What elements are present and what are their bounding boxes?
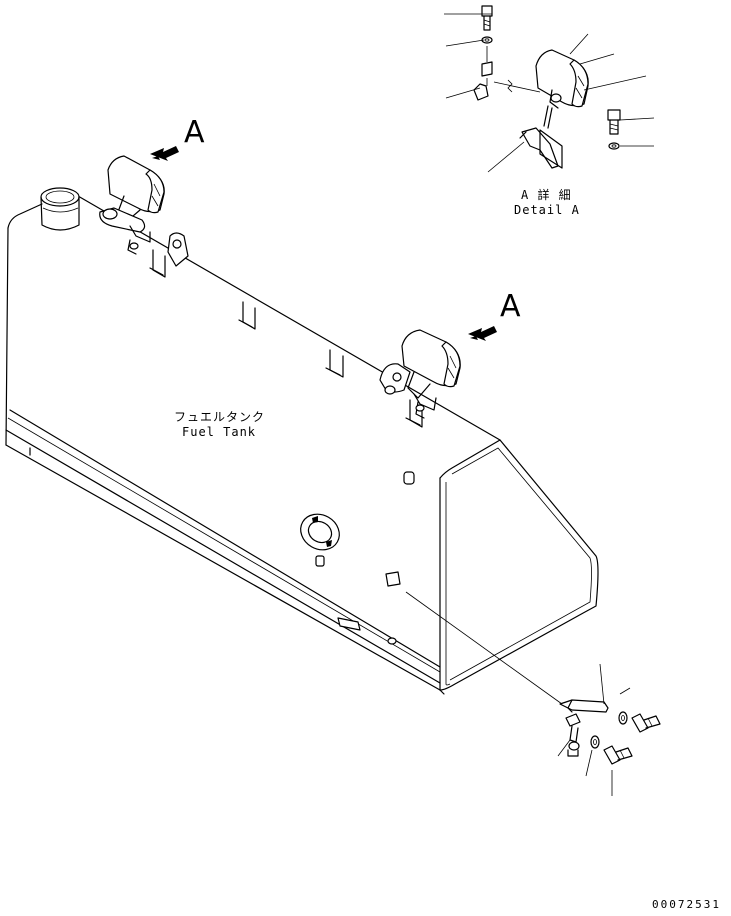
- drawing-number: 00072531: [652, 898, 721, 911]
- detail-a: [444, 5, 655, 173]
- sensor-boss: [315, 555, 325, 567]
- bracket-tab: [385, 571, 401, 587]
- top-brackets: [149, 249, 423, 428]
- detail-title-jp: A 詳 細: [521, 188, 572, 202]
- tank-label-en: Fuel Tank: [182, 425, 257, 439]
- view-label-a-2: A: [500, 289, 521, 324]
- drain-boss: [403, 471, 415, 485]
- detail-title-en: Detail A: [514, 203, 580, 217]
- work-lamp-1: [99, 155, 189, 267]
- view-label-a-1: A: [184, 115, 205, 150]
- work-lamp-2: [379, 329, 461, 419]
- view-arrow-1-icon: [150, 146, 179, 161]
- bottom-bracket-assembly: [405, 591, 661, 796]
- view-arrow-2-icon: [468, 326, 497, 341]
- filler-neck: [40, 187, 80, 231]
- tank-label-jp: フュエルタンク: [174, 410, 266, 424]
- fuel-tank: [5, 187, 599, 695]
- fuel-gauge: [300, 513, 340, 551]
- clip: [337, 617, 361, 631]
- bolt-head: [387, 637, 397, 645]
